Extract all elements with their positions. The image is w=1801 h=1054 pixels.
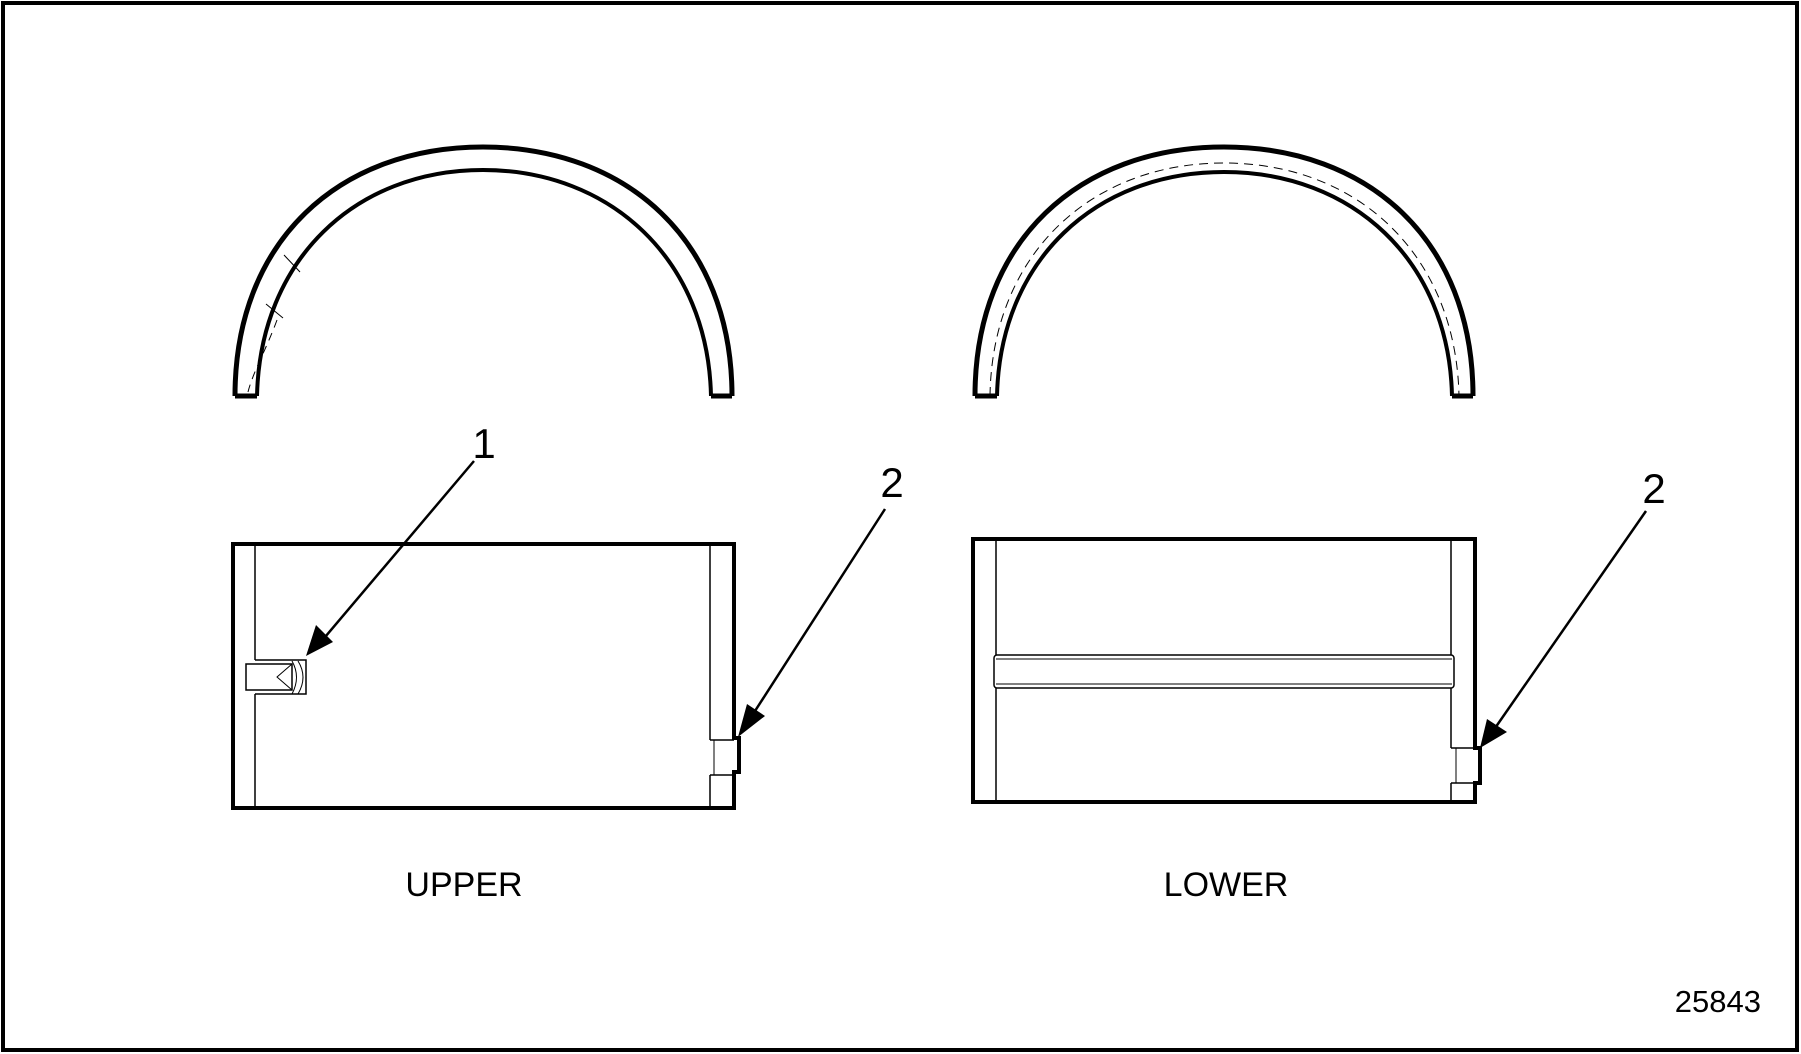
upper-bearing-end-view — [232, 144, 735, 399]
oil-hole-notch — [245, 659, 307, 695]
callout-1: 1 — [472, 420, 495, 467]
caption-lower: LOWER — [1164, 866, 1289, 904]
leader-2-lower — [1480, 510, 1648, 748]
upper-bearing-plan-view — [231, 542, 741, 810]
callout-2-lower: 2 — [1642, 465, 1665, 512]
figure-number: 25843 — [1675, 984, 1761, 1019]
caption-upper: UPPER — [405, 866, 522, 904]
oil-groove-band — [993, 654, 1455, 689]
lower-bearing-end-view — [972, 144, 1476, 399]
leader-2-upper — [738, 508, 887, 737]
leader-1 — [306, 460, 475, 656]
lower-bearing-plan-view — [971, 537, 1482, 804]
callout-2-upper: 2 — [880, 459, 903, 506]
